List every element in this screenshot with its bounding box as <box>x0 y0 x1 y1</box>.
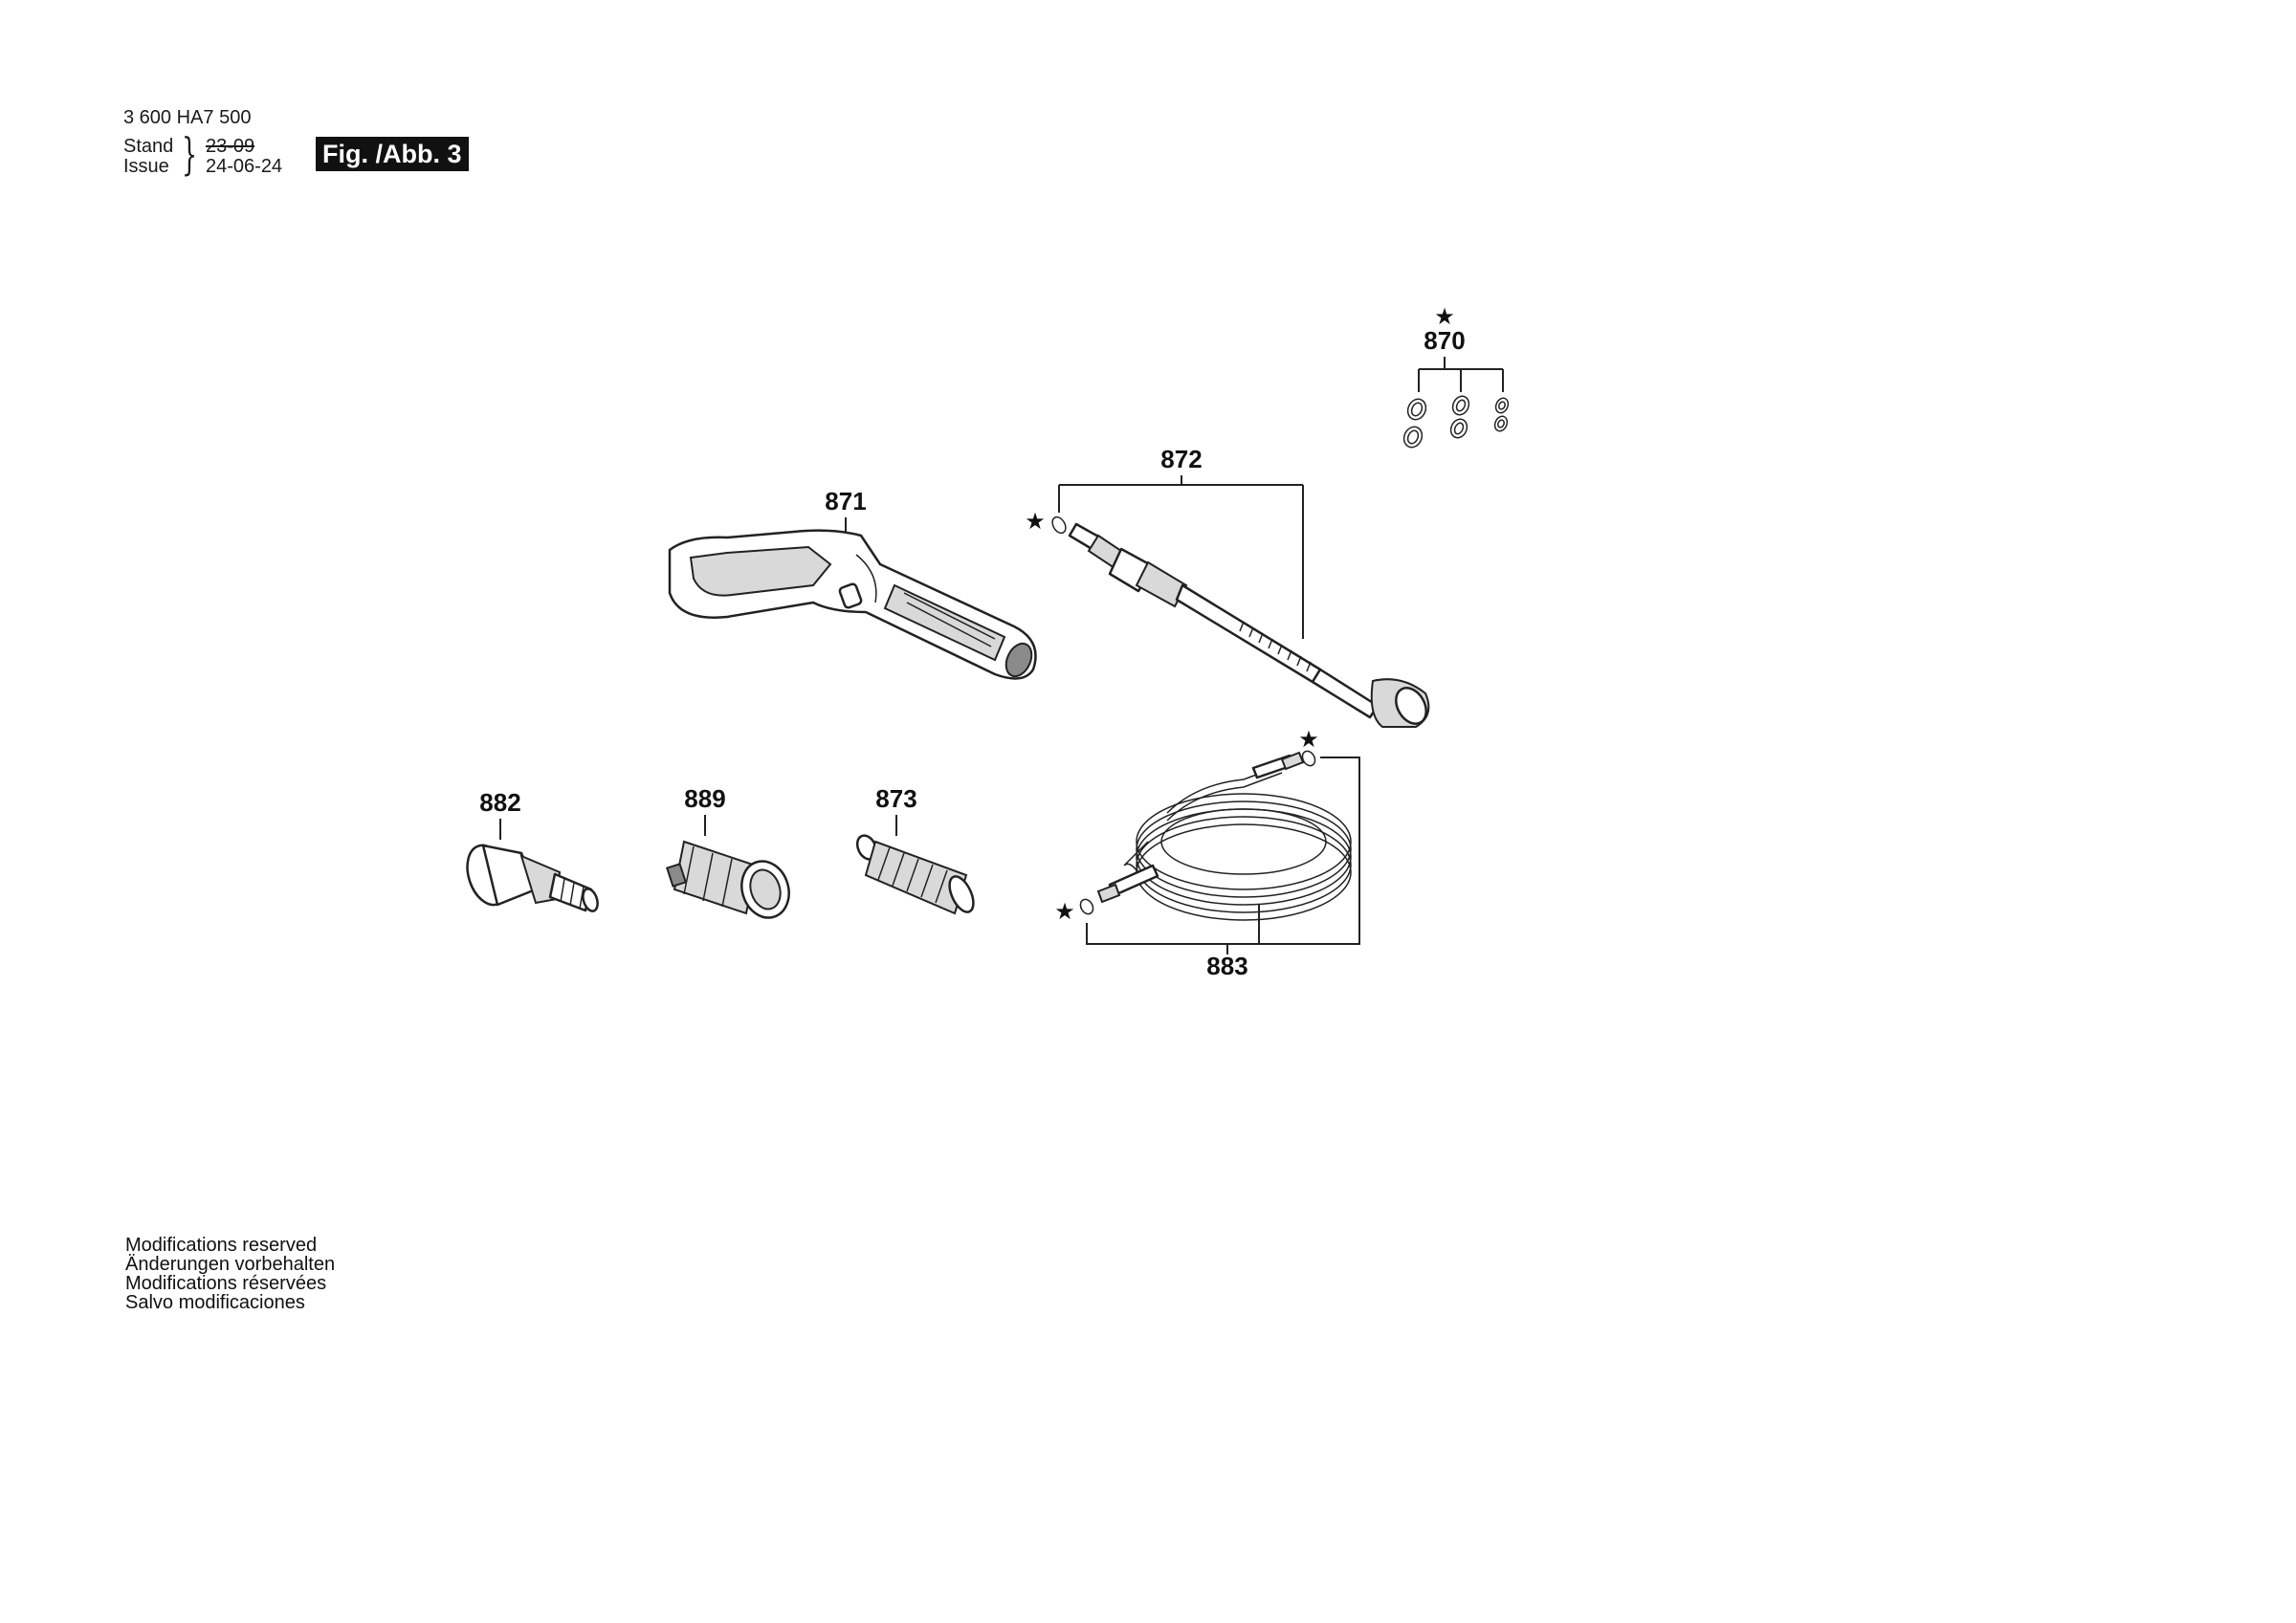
part-882: 882 <box>466 788 599 912</box>
part-889: 889 <box>665 784 790 919</box>
figure-tag: Fig. /Abb. 3 <box>316 137 469 171</box>
leader-line-872 <box>1058 475 1304 639</box>
part-label-870: 870 <box>1424 326 1465 355</box>
trigger-gun-icon <box>668 529 1037 680</box>
issue-label: Issue <box>123 156 169 177</box>
part-label-882: 882 <box>479 788 520 817</box>
part-873: 873 <box>855 784 975 915</box>
leader-line-870 <box>1418 357 1504 392</box>
leader-line-883 <box>1086 757 1360 945</box>
o-ring-icon <box>1402 395 1510 449</box>
part-label-872: 872 <box>1160 445 1202 473</box>
adapter-icon <box>466 844 599 912</box>
note-line-es: Salvo modificaciones <box>125 1292 305 1313</box>
part-label-871: 871 <box>825 487 866 515</box>
part-number: 3 600 HA7 500 <box>123 107 252 128</box>
modification-notes: Modifications reserved Änderungen vorbeh… <box>125 1236 335 1312</box>
star-marker-883-top: ★ <box>1298 726 1319 753</box>
part-label-873: 873 <box>875 784 916 813</box>
part-872: 872 ★ <box>1025 445 1430 728</box>
note-line-fr: Modifications réservées <box>125 1273 327 1294</box>
stand-label: Stand <box>123 136 174 157</box>
stand-date: 23-09 <box>206 136 255 157</box>
date-brace: } <box>182 128 198 180</box>
connector-icon <box>665 840 790 919</box>
part-label-889: 889 <box>684 784 725 813</box>
note-line-en: Modifications reserved <box>125 1235 318 1256</box>
part-883: ★ ★ 883 <box>1054 726 1360 980</box>
part-870: ★ 870 <box>1402 303 1510 449</box>
part-label-883: 883 <box>1206 952 1247 980</box>
note-line-de: Änderungen vorbehalten <box>125 1254 336 1275</box>
star-marker-872: ★ <box>1025 508 1046 535</box>
part-871: 871 <box>668 487 1037 680</box>
rotary-nozzle-icon <box>855 834 975 915</box>
star-marker-883-bottom: ★ <box>1054 898 1075 925</box>
star-marker-870: ★ <box>1434 303 1455 330</box>
hose-icon <box>1079 750 1352 921</box>
spray-lance-icon <box>1051 515 1430 728</box>
issue-date: 24-06-24 <box>206 156 283 177</box>
